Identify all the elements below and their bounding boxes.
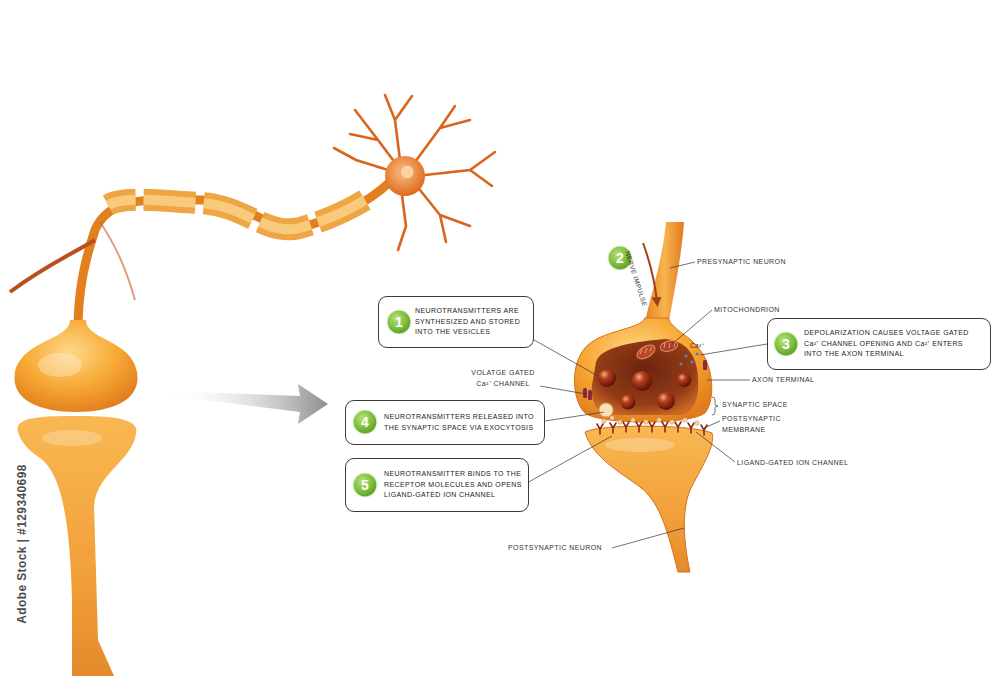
- vesicle: [677, 373, 691, 387]
- dendrite: [334, 148, 388, 170]
- calcium-ion: [690, 360, 693, 363]
- mitochondria: [635, 339, 679, 362]
- part-label: POSTSYNAPTIC MEMBRANE: [722, 414, 802, 435]
- callout-box: NEUROTRANSMITTERS RELEASED INTO THE SYNA…: [345, 400, 545, 445]
- callout-text: NEUROTRANSMITTERS RELEASED INTO THE SYNA…: [384, 412, 542, 434]
- dendrite: [398, 195, 406, 250]
- calcium-channels: [583, 360, 707, 400]
- callout-box: DEPOLARIZATION CAUSES VOLTAGE GATED Ca²⁺…: [767, 318, 991, 370]
- cristae: [640, 347, 652, 354]
- calcium-ions: [679, 352, 698, 365]
- callout-number-text: 5: [352, 472, 378, 498]
- part-label: PRESYNAPTIC NEURON: [697, 257, 786, 268]
- neurotransmitter: [657, 418, 661, 422]
- callout-number-text: 1: [386, 309, 412, 335]
- neurotransmitter: [618, 420, 622, 424]
- postsynaptic-neuron: [18, 416, 137, 676]
- nucleus: [400, 165, 414, 179]
- leader-line: [707, 380, 750, 381]
- vesicle: [657, 392, 675, 410]
- dendrite: [415, 106, 470, 162]
- presynaptic-terminal: [14, 320, 137, 412]
- axon-terminal: [574, 318, 711, 422]
- callout-box: NEUROTRANSMITTER BINDS TO THE RECEPTOR M…: [345, 458, 529, 512]
- postsynaptic-neuron: [585, 426, 713, 572]
- calcium-ion: [684, 354, 687, 357]
- part-label: MITOCHONDRION: [714, 305, 780, 316]
- dendrites: [334, 95, 495, 250]
- leader-line: [672, 310, 712, 344]
- callout-text: DEPOLARIZATION CAUSES VOLTAGE GATED Ca²⁺…: [804, 328, 978, 361]
- leader-line: [696, 432, 735, 462]
- callout-number: 1: [386, 309, 412, 335]
- leader-line: [545, 412, 604, 421]
- vesicle: [598, 369, 616, 387]
- calcium-channel: [583, 388, 587, 398]
- myelin-sheath: [108, 200, 365, 230]
- dendrite: [385, 95, 412, 160]
- neurotransmitter: [631, 418, 635, 422]
- part-label: LIGAND-GATED ION CHANNEL: [737, 458, 848, 469]
- callout-box: NEUROTRANSMITTERS ARE SYNTHESIZED AND ST…: [378, 296, 534, 348]
- dendrite: [420, 190, 470, 242]
- axon: [78, 182, 390, 330]
- leader-line: [700, 344, 767, 355]
- neurotransmitters: [602, 416, 699, 425]
- receptors: [597, 422, 707, 435]
- part-label: AXON TERMINAL: [752, 375, 814, 386]
- highlight: [42, 430, 102, 446]
- neurotransmitter: [602, 419, 606, 423]
- callout-number: 3: [773, 331, 799, 357]
- neurotransmitter: [683, 418, 687, 422]
- number-circle: [774, 332, 798, 356]
- dendrite: [425, 152, 495, 186]
- callout-number: 4: [352, 409, 378, 435]
- neurotransmitter: [610, 416, 614, 420]
- vesicle: [632, 371, 652, 391]
- ion-label: Ca²⁺: [690, 341, 704, 351]
- number-circle: [353, 473, 377, 497]
- callout-number-text: 4: [352, 409, 378, 435]
- mitochondrion: [635, 342, 658, 362]
- callout-text: NEUROTRANSMITTER BINDS TO THE RECEPTOR M…: [384, 469, 524, 502]
- leader-line: [704, 421, 720, 428]
- myelin-highlight: [108, 200, 365, 230]
- watermark: Adobe Stock | #129340698: [13, 429, 31, 659]
- number-circle: [353, 410, 377, 434]
- axon-branch: [100, 222, 135, 300]
- part-label: SYNAPTIC SPACE: [722, 400, 788, 411]
- neurotransmitter: [670, 420, 674, 424]
- part-label: VOLATGE GATED Ca²⁺ CHANNEL: [466, 368, 540, 389]
- calcium-channel: [588, 390, 592, 400]
- part-label: POSTSYNAPTIC NEURON: [508, 543, 602, 554]
- leader-line: [540, 386, 586, 394]
- calcium-channel: [703, 360, 707, 370]
- highlight: [605, 438, 675, 452]
- axon-branch: [10, 240, 95, 292]
- vesicle: [621, 395, 636, 410]
- zoom-arrow: [165, 384, 328, 424]
- highlight: [38, 353, 82, 377]
- callout-number: 5: [352, 472, 378, 498]
- bracket: [712, 397, 718, 415]
- neurotransmitter: [695, 421, 699, 425]
- vesicles: [598, 369, 691, 417]
- callout-number-text: 3: [773, 331, 799, 357]
- calcium-ion: [679, 362, 682, 365]
- callout-text: NEUROTRANSMITTERS ARE SYNTHESIZED AND ST…: [415, 306, 529, 339]
- neurotransmitter: [644, 420, 648, 424]
- leader-line: [670, 262, 695, 268]
- leader-line: [612, 528, 684, 548]
- fusing-vesicle: [599, 403, 613, 417]
- number-circle: [387, 310, 411, 334]
- cell-body: [385, 156, 425, 196]
- calcium-ion: [695, 352, 698, 355]
